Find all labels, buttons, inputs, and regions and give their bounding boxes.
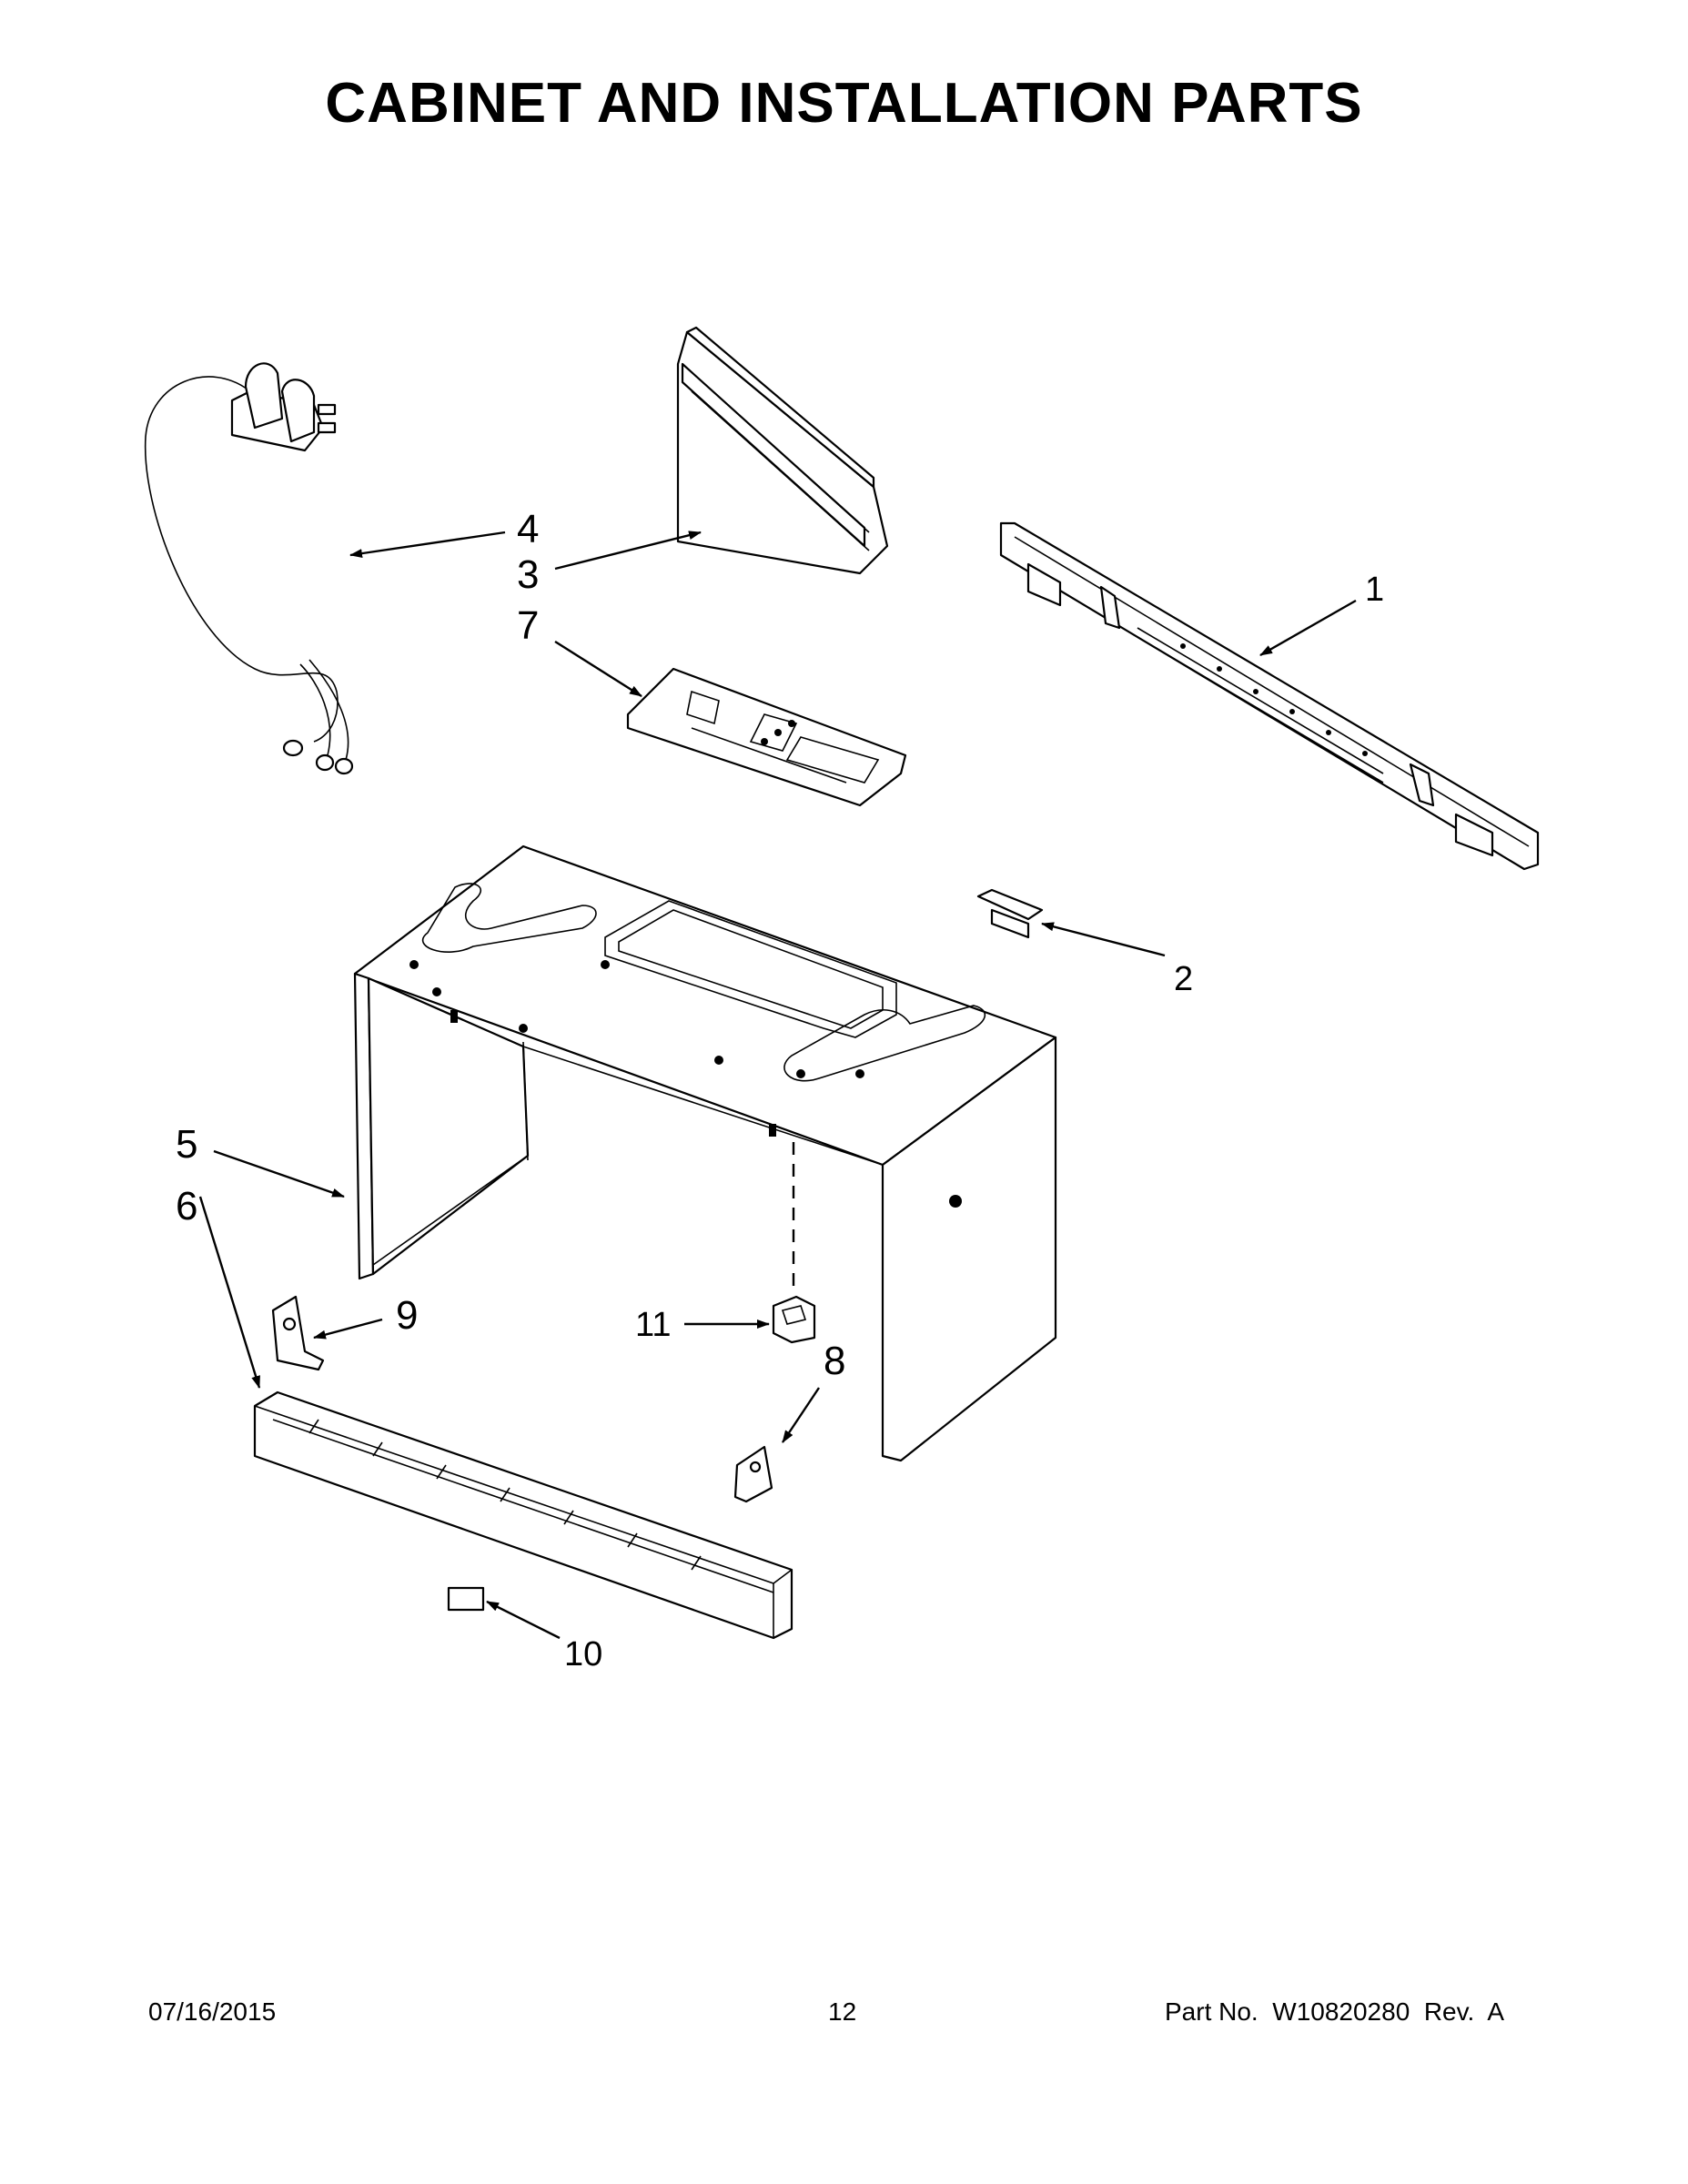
bracket-part-9 [271,1295,325,1371]
callout-9: 9 [396,1293,418,1338]
mounting-plate-part [626,667,907,807]
callout-1: 1 [1365,571,1384,609]
footer-date: 07/16/2015 [148,1997,277,2026]
callout-10: 10 [564,1635,602,1673]
bracket-part-8 [733,1445,773,1503]
callout-11: 11 [635,1306,671,1344]
clip-part [976,888,1044,939]
cabinet-part [353,844,1057,1462]
mounting-rail-part [999,521,1540,871]
footer-page-number: 12 [828,1997,857,2026]
label-part [447,1586,485,1612]
footer-part-number: Part No. W10820280 Rev. A [1165,1997,1505,2026]
callout-3: 3 [517,552,539,597]
callout-6: 6 [176,1184,197,1228]
damper-part [676,326,889,575]
callout-7: 7 [517,603,539,648]
page-title: CABINET AND INSTALLATION PARTS [325,72,1363,135]
callout-8: 8 [824,1339,845,1383]
callout-4: 4 [517,507,539,551]
callout-2: 2 [1174,960,1193,998]
power-cord-part [144,362,354,775]
front-trim-part [253,1390,793,1640]
bracket-part-11 [772,1295,816,1344]
callout-5: 5 [176,1122,197,1167]
